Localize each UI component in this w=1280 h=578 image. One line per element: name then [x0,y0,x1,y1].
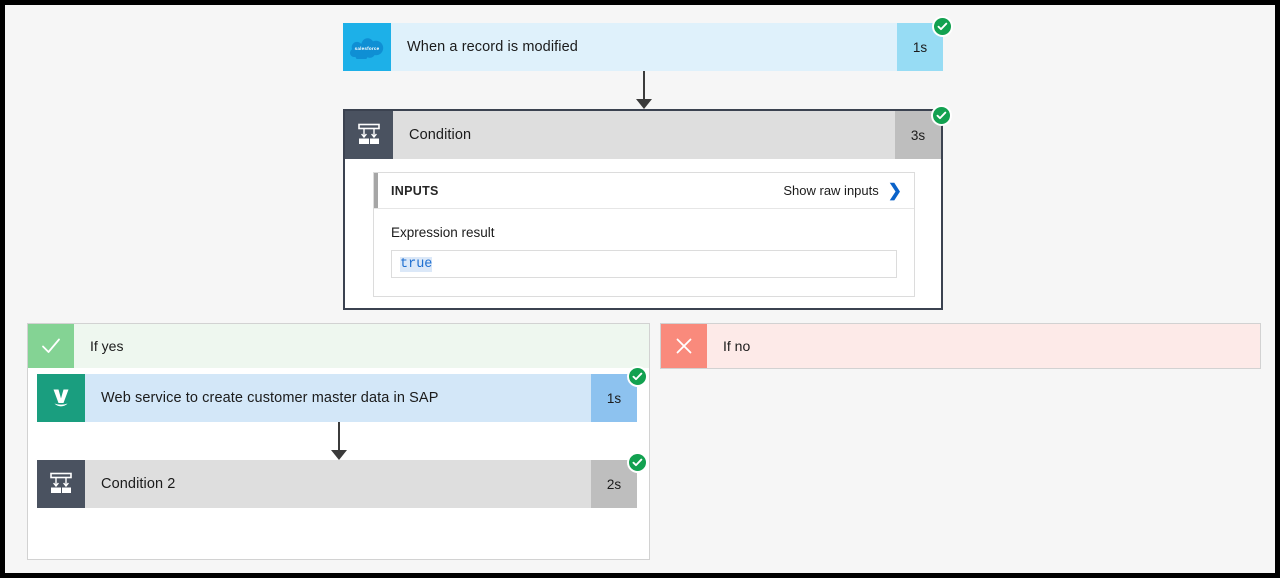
branch-if-no-header[interactable]: If no [661,324,1260,368]
action-title: Web service to create customer master da… [101,390,439,406]
condition-branch-icon [345,111,393,159]
branch-if-yes-label: If yes [90,338,124,354]
trigger-status-check-circle-icon [932,16,953,37]
branch-if-no-label: If no [723,338,751,354]
inputs-panel: INPUTS Show raw inputs ❯ Expression resu… [373,172,915,297]
close-x-icon [661,324,707,368]
expression-result-value: true [400,256,433,272]
chevron-right-icon: ❯ [887,181,902,200]
condition-2-title: Condition 2 [101,476,176,492]
check-icon [28,324,74,368]
inputs-panel-header: INPUTS Show raw inputs ❯ [374,173,914,209]
branch-if-yes: If yes Web service to create customer ma… [27,323,650,560]
condition-title: Condition [409,127,472,143]
connector-action-to-condition2 [328,422,350,460]
condition-branch-icon [37,460,85,508]
condition-detail-body: INPUTS Show raw inputs ❯ Expression resu… [345,159,941,308]
svg-text:salesforce: salesforce [355,46,380,51]
trigger-title: When a record is modified [407,39,578,55]
show-raw-inputs-label: Show raw inputs [783,183,879,198]
flow-designer-canvas: salesforce When a record is modified 1s [5,5,1275,573]
condition-2-status-check-circle-icon [627,452,648,473]
condition-card-expanded: Condition 3s INPUTS Show raw inputs ❯ Ex… [343,109,943,310]
expression-result-field[interactable]: true [391,250,897,278]
inputs-section-label: INPUTS [391,183,439,198]
action-status-check-circle-icon [627,366,648,387]
connector-trigger-to-condition [633,71,655,109]
vendor-v-icon [37,374,85,422]
branch-if-no: If no [660,323,1261,369]
inputs-panel-content: Expression result true [374,209,914,296]
salesforce-cloud-icon: salesforce [343,23,391,71]
action-card-web-service-sap[interactable]: Web service to create customer master da… [37,374,637,422]
expression-result-label: Expression result [391,225,495,240]
show-raw-inputs-link[interactable]: Show raw inputs ❯ [783,182,902,199]
branch-if-yes-header[interactable]: If yes [28,324,649,368]
trigger-card-when-a-record-is-modified[interactable]: salesforce When a record is modified 1s [343,23,943,71]
action-card-condition-2[interactable]: Condition 2 2s [37,460,637,508]
condition-card-header[interactable]: Condition 3s [345,111,941,159]
condition-status-check-circle-icon [931,105,952,126]
